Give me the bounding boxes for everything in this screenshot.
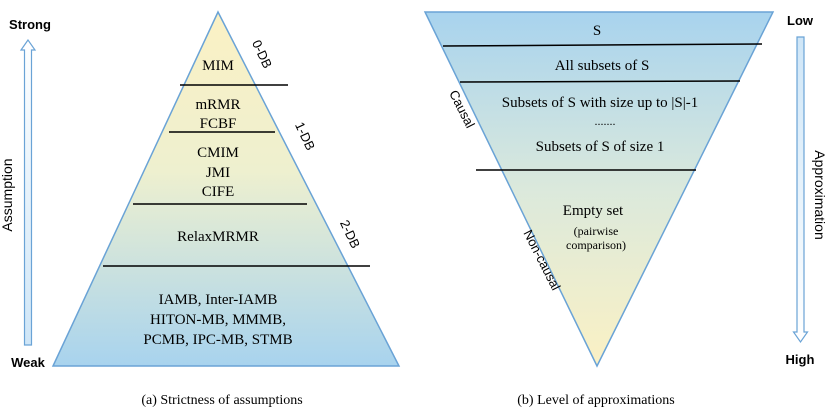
funnel-layer-4-line-1: Empty set [563,203,624,219]
strong-label: Strong [9,17,51,32]
funnel-layer-3-line-3: Subsets of S of size 1 [536,139,665,155]
funnel-shape [423,11,775,368]
pyramid-layer-3-line-3: CIFE [202,184,235,200]
approximation-axis-label: Approximation [812,150,828,240]
low-label: Low [787,13,814,28]
down-arrow-icon [792,36,809,344]
side-label-2db: 2-DB [337,218,363,251]
pyramid-layer-5-line-2: HITON-MB, MMMB, [150,312,286,328]
funnel-layer-3-line-1: Subsets of S with size up to |S|-1 [502,95,698,111]
approximation-arrow [792,36,809,344]
pyramid-layer-3-line-2: JMI [206,165,230,181]
funnel-layer-2-line-1: All subsets of S [555,58,650,74]
pyramid-layer-2-line-1: mRMR [195,97,240,113]
pyramid-layer-1-line-1: MIM [202,58,234,74]
assumption-axis-label: Assumption [0,158,15,231]
funnel-divider-2 [459,80,741,83]
funnel-layer-4-line-2: (pairwise [574,224,619,238]
pyramid-layer-3-line-1: CMIM [197,145,239,161]
pyramid-labels: MIM mRMR FCBF CMIM JMI CIFE RelaxMRMR IA… [143,58,292,348]
assumption-pyramid [51,10,401,367]
side-label-0db: 0-DB [249,38,275,71]
pyramid-shape [51,10,401,367]
caption-b: (b) Level of approximations [517,393,674,408]
caption-a: (a) Strictness of assumptions [141,393,302,408]
funnel-layer-3-line-2: ....... [595,114,616,128]
pyramid-layer-5-line-1: IAMB, Inter-IAMB [159,292,278,308]
funnel-divider-1 [442,43,763,47]
pyramid-layer-2-line-2: FCBF [200,116,237,132]
assumption-arrow [19,38,37,346]
funnel-layer-1-line-1: S [593,23,601,39]
approximation-funnel [423,11,775,368]
side-label-1db: 1-DB [292,120,318,153]
funnel-labels: S All subsets of S Subsets of S with siz… [502,23,698,252]
up-arrow-icon [19,38,37,346]
weak-label: Weak [11,355,45,370]
pyramid-layer-5-line-3: PCMB, IPC-MB, STMB [143,332,292,348]
pyramid-layer-4-line-1: RelaxMRMR [177,229,259,245]
high-label: High [786,352,815,367]
funnel-layer-4-line-3: comparison) [566,238,626,252]
